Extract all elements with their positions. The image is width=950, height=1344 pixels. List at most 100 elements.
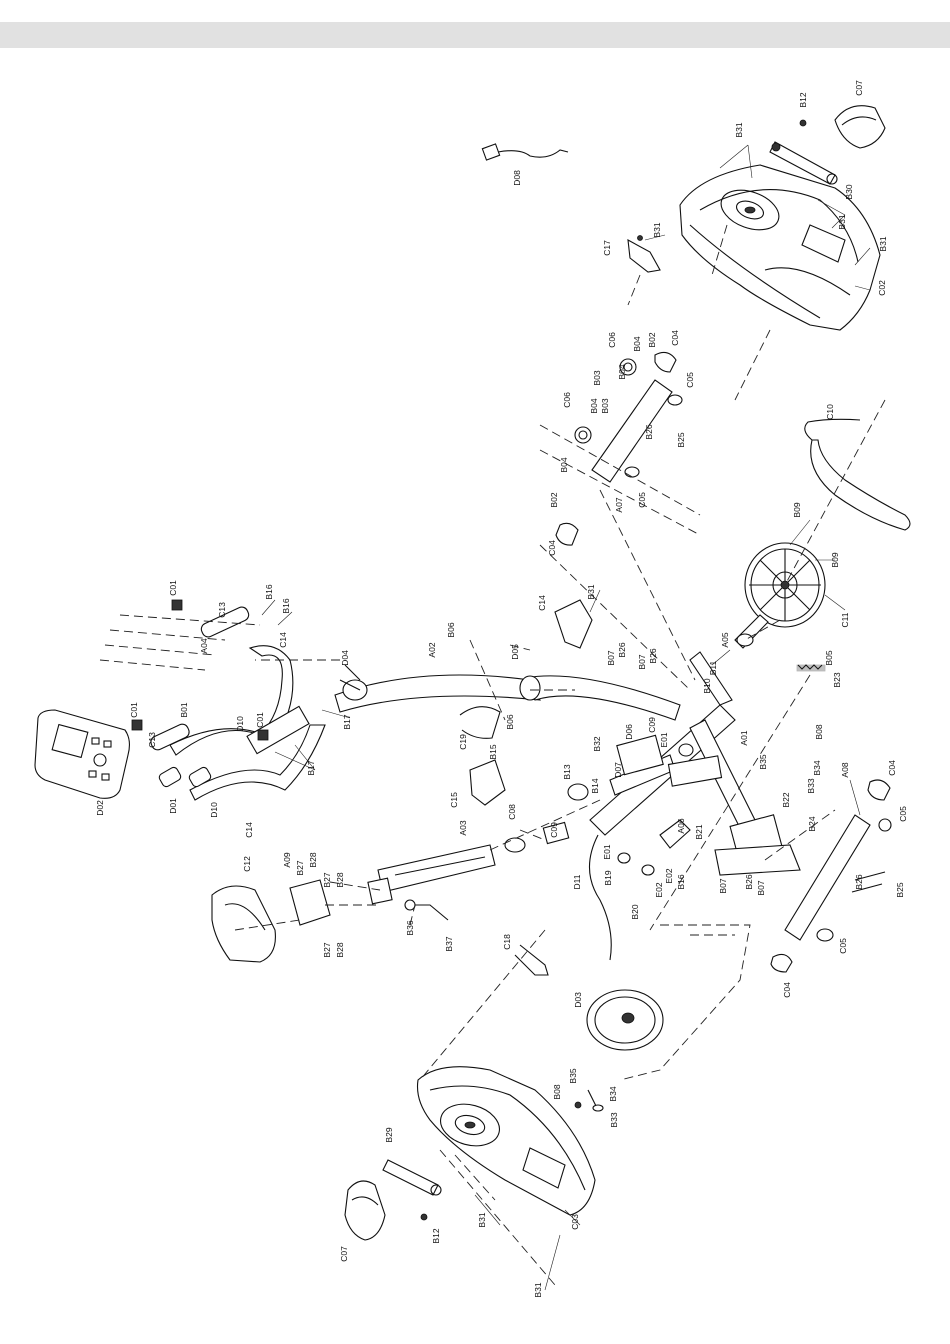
part-label-b26: B26 (854, 874, 864, 889)
part-label-d06: D06 (624, 724, 634, 740)
part-label-b02: B02 (549, 492, 559, 507)
part-label-b27: B27 (322, 942, 332, 957)
part-label-c14: C14 (278, 632, 288, 648)
clip-c17 (627, 235, 661, 273)
part-label-d07: D07 (613, 762, 623, 778)
sleeve-c08-c09 (504, 821, 570, 853)
part-label-d11: D11 (572, 874, 582, 889)
part-label-e02: E02 (654, 882, 664, 897)
part-label-c05: C05 (898, 806, 908, 822)
computer-d02 (34, 709, 131, 799)
part-label-c05: C05 (637, 492, 647, 508)
part-label-c18: C18 (502, 934, 512, 950)
part-label-c05: C05 (838, 938, 848, 954)
part-label-b04: B04 (632, 336, 642, 351)
part-label-b37: B37 (444, 936, 454, 951)
header-bar (0, 22, 950, 48)
part-label-b07: B07 (606, 650, 616, 665)
part-label-c06: C06 (607, 332, 617, 348)
handlebar-post-a02 (334, 664, 681, 721)
part-label-c14: C14 (244, 822, 254, 838)
part-label-d04: D04 (340, 650, 350, 666)
part-label-b12: B12 (798, 92, 808, 107)
part-label-b28: B28 (308, 852, 318, 867)
part-label-a09: A09 (282, 852, 292, 867)
part-label-b06: B06 (505, 714, 515, 729)
part-label-b07: B07 (718, 878, 728, 893)
part-label-c04: C04 (670, 330, 680, 346)
pedal-c07-bottom (344, 1180, 428, 1241)
part-label-e01: E01 (602, 844, 612, 859)
part-label-b25: B25 (895, 882, 905, 897)
part-label-b31: B31 (533, 1282, 543, 1297)
part-label-b04: B04 (617, 364, 627, 379)
part-label-a08: A08 (840, 762, 850, 777)
part-label-b31: B31 (878, 236, 888, 251)
part-label-c12: C12 (242, 856, 252, 872)
part-label-b35: B35 (568, 1068, 578, 1083)
cover-c14-post (554, 599, 593, 649)
part-label-d01: D01 (168, 798, 178, 814)
part-label-b26: B26 (744, 874, 754, 889)
part-label-b31: B31 (477, 1212, 487, 1227)
part-label-b13: B13 (562, 764, 572, 779)
cover-c15 (469, 759, 506, 806)
part-label-d03: D03 (573, 992, 583, 1008)
part-label-b26: B26 (644, 424, 654, 439)
part-label-b34: B34 (812, 760, 822, 775)
part-label-c03: C03 (570, 1214, 580, 1230)
part-label-a07: A07 (614, 497, 624, 512)
crank-b30 (769, 141, 838, 185)
part-label-b20: B20 (630, 904, 640, 919)
part-label-b06: B06 (446, 622, 456, 637)
part-label-c15: C15 (449, 792, 459, 808)
seat-bracket-a09 (289, 879, 331, 926)
part-label-c01: C01 (255, 712, 265, 728)
magnet-disc-d03 (586, 989, 664, 1051)
part-label-c07: C07 (339, 1246, 349, 1262)
leader-lines (261, 144, 871, 1291)
part-label-b17: B17 (306, 760, 316, 775)
part-label-c07: C07 (854, 80, 864, 96)
part-label-a05: A05 (720, 632, 730, 647)
part-label-c10: C10 (825, 404, 835, 420)
part-label-b34: B34 (608, 1086, 618, 1101)
part-label-c09: C09 (647, 717, 657, 733)
part-label-a06: A06 (676, 818, 686, 833)
part-label-b08: B08 (814, 724, 824, 739)
part-label-c19: C19 (458, 734, 468, 750)
part-label-b32: B32 (592, 736, 602, 751)
part-label-b01: B01 (179, 702, 189, 717)
part-label-b31: B31 (586, 584, 596, 599)
part-label-a03: A03 (458, 820, 468, 835)
part-label-b23: B23 (832, 672, 842, 687)
rear-stabilizer-a07 (555, 351, 683, 546)
seat-c12 (211, 885, 276, 963)
part-label-c14: C14 (537, 595, 547, 611)
part-label-b19: B19 (603, 870, 613, 885)
assembly-lines (99, 224, 886, 1286)
part-label-b28: B28 (335, 872, 345, 887)
part-label-b27: B27 (295, 860, 305, 875)
pedal-c07-top (799, 105, 886, 149)
part-label-d05: D05 (510, 644, 520, 660)
grip-c13 (150, 606, 250, 751)
part-label-b26: B26 (617, 642, 627, 657)
part-label-b31: B31 (837, 214, 847, 229)
sensor-d01-d10 (158, 766, 212, 788)
part-label-b04: B04 (589, 398, 599, 413)
part-label-b16: B16 (676, 874, 686, 889)
part-label-d10: D10 (209, 802, 219, 818)
part-label-b15: B15 (488, 744, 498, 759)
part-label-b29: B29 (384, 1127, 394, 1142)
part-label-b05: B05 (824, 650, 834, 665)
part-label-b33: B33 (806, 778, 816, 793)
part-label-b22: B22 (781, 792, 791, 807)
part-label-c02: C02 (877, 280, 887, 296)
bracket-c19 (459, 706, 501, 739)
knob-b37 (404, 899, 449, 921)
part-label-b25: B25 (676, 432, 686, 447)
part-label-d08: D08 (512, 170, 522, 186)
